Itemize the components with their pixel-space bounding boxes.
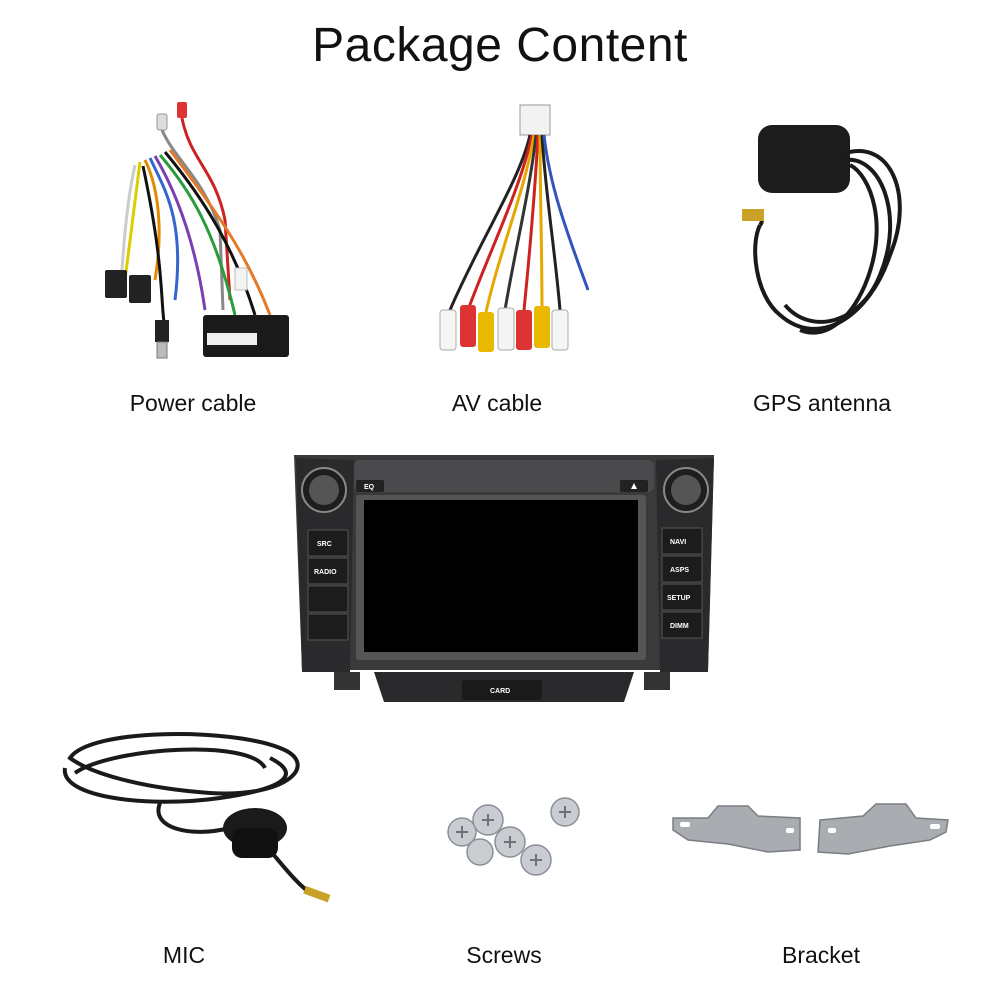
power-cable-label: Power cable [129,390,257,416]
screws-label: Screws [466,942,542,968]
page-title: Package Content [312,19,688,72]
svg-text:CARD: CARD [490,688,510,695]
power-cable-image [95,100,295,380]
av-cable-label: AV cable [451,390,543,416]
bracket-image [668,800,953,870]
bracket-label: Bracket [782,942,860,968]
mic-label: MIC [162,942,206,968]
gps-antenna-label: GPS antenna [752,390,892,416]
screws-image [440,790,590,885]
svg-text:DIMM: DIMM [670,623,689,630]
mic-image [50,728,335,913]
svg-text:NAVI: NAVI [670,539,686,546]
head-unit-image: EQ SRC RADIO NAVI ASPS SETUP DIMM [284,440,726,715]
svg-text:EQ: EQ [364,484,375,491]
av-cable-image [420,100,595,370]
gps-antenna-image [740,115,915,360]
svg-text:ASPS: ASPS [670,567,689,574]
svg-text:SRC: SRC [317,541,332,548]
svg-text:RADIO: RADIO [314,569,337,576]
svg-text:SETUP: SETUP [667,595,691,602]
